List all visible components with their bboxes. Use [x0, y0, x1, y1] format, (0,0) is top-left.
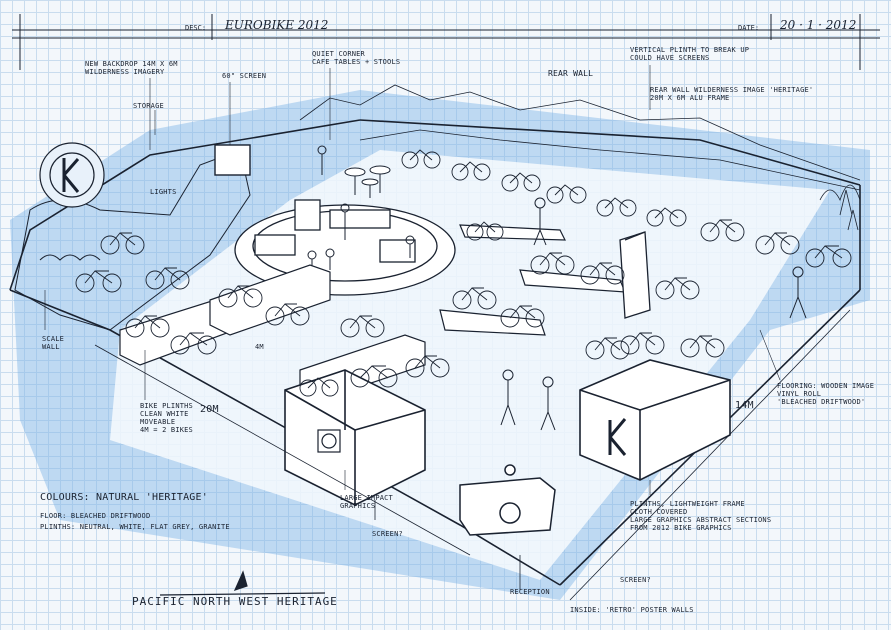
colours-title: COLOURS: NATURAL 'HERITAGE'	[40, 492, 208, 503]
note-dim-20m: 20m	[200, 404, 219, 415]
note-screen60: 60" SCREEN	[222, 72, 267, 80]
note-dim-4m: 4m	[255, 343, 264, 351]
date-value: 20 · 1 · 2012	[780, 18, 857, 32]
logo-graphic-icon	[317, 429, 341, 453]
date-label: DATE:	[738, 24, 760, 32]
note-storage: STORAGE	[133, 102, 164, 110]
cafe-tables	[344, 165, 391, 198]
vertical-plinth	[619, 231, 651, 319]
note-backdrop: NEW BACKDROP 14m x 6m WILDERNESS IMAGERY	[85, 60, 178, 76]
note-dim-14m: 14m	[735, 400, 754, 411]
rear-wall-scenery	[299, 84, 861, 231]
dimension-lines	[94, 309, 851, 601]
header-lines	[12, 14, 880, 70]
note-rear-wall: REAR WALL	[548, 69, 594, 78]
note-vertical-plinth: VERTICAL PLINTH TO BREAK UP COULD HAVE S…	[630, 46, 750, 62]
reception-desk	[459, 464, 556, 536]
note-large-impact: LARGE IMPACT GRAPHICS	[340, 494, 393, 510]
graphic-box-right	[579, 359, 731, 481]
note-flooring: FLOORING: WOODEN IMAGE VINYL ROLL 'BLEAC…	[777, 382, 875, 406]
screen-60-icon	[214, 144, 251, 176]
note-scale-wall: SCALE WALL	[42, 335, 65, 351]
scale-wall	[14, 149, 251, 331]
note-plinths-light: PLINTHS, LIGHTWEIGHT FRAME CLOTH COVERED…	[630, 500, 772, 532]
north-arrow-icon	[159, 570, 326, 596]
note-bike-plinths: BIKE PLINTHS CLEAN WHITE MOVEABLE 4m = 2…	[140, 402, 193, 434]
colours-plinths: PLINTHS: NEUTRAL, WHITE, FLAT GREY, GRAN…	[40, 523, 230, 531]
desc-label: DESC:	[185, 24, 207, 32]
note-screen-q1: SCREEN?	[372, 530, 403, 538]
heritage-title: PACIFIC NORTH WEST HERITAGE	[132, 595, 338, 608]
note-lights: LIGHTS	[150, 188, 177, 196]
leader-lines	[44, 65, 781, 495]
desc-value: EUROBIKE 2012	[225, 18, 329, 32]
note-rear-wall-image: REAR WALL WILDERNESS IMAGE 'HERITAGE' 20…	[650, 86, 814, 102]
note-screen-q2: SCREEN?	[620, 576, 651, 584]
colours-floor: FLOOR: BLEACHED DRIFTWOOD	[40, 512, 151, 520]
note-inside-retro: INSIDE: 'RETRO' POSTER WALLS	[570, 606, 694, 614]
bike-plinths-centre	[439, 224, 626, 336]
logo-wheel-icon	[39, 142, 105, 208]
note-reception: RECEPTION	[510, 588, 550, 596]
people-figures	[500, 197, 807, 431]
note-quiet-corner: QUIET CORNER CAFE TABLES + STOOLS	[312, 50, 401, 66]
lounge-people	[307, 145, 415, 272]
bike-icons	[75, 149, 852, 397]
